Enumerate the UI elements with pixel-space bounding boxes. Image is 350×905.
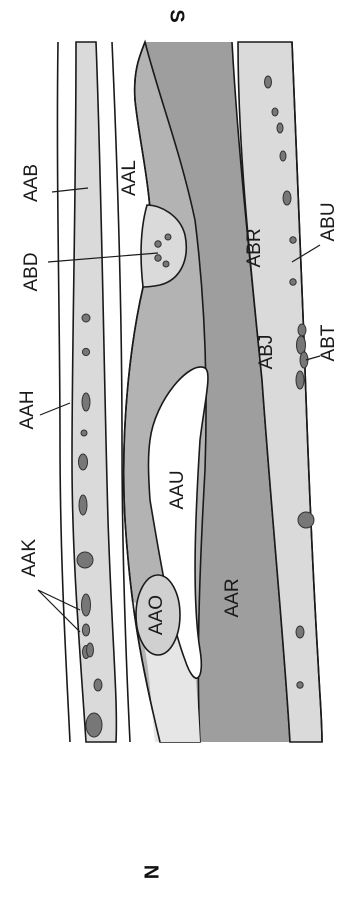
left-cell-7 [77, 552, 93, 568]
outer-left-line [57, 42, 70, 742]
abd-cell-1 [155, 241, 161, 247]
label-abr: ABR [244, 228, 265, 267]
left-light-band-aah [72, 42, 116, 742]
label-abu: ABU [318, 202, 339, 241]
left-cell-11 [94, 679, 102, 691]
left-cell-2 [82, 348, 89, 355]
label-abt: ABT [318, 324, 339, 361]
label-aau: AAU [167, 470, 188, 509]
left-cell-1 [82, 314, 90, 322]
label-aab: AAB [21, 164, 42, 202]
leader-aah [40, 403, 70, 415]
left-cell-13 [82, 624, 89, 636]
right-cell-5 [283, 191, 291, 205]
label-aak: AAK [19, 539, 40, 577]
right-cell-8 [298, 324, 306, 336]
left-cell-5 [79, 454, 88, 470]
label-aao: AAO [146, 595, 167, 635]
right-cell-4 [280, 151, 286, 161]
right-cell-1 [265, 76, 272, 88]
left-cell-8 [82, 594, 91, 616]
right-cell-9 [297, 336, 306, 354]
right-cell-11 [296, 371, 304, 389]
left-cell-10 [87, 643, 94, 657]
abd-cell-2 [165, 234, 171, 240]
left-cell-6 [79, 495, 87, 515]
compass-south: S [166, 9, 188, 22]
right-cell-14 [297, 682, 303, 688]
right-cell-2 [272, 108, 278, 116]
label-abd: ABD [21, 252, 42, 291]
leader-aak-2 [38, 590, 80, 610]
right-cell-6 [290, 237, 296, 243]
label-aah: AAH [17, 390, 38, 429]
left-cell-3 [82, 393, 90, 411]
left-cell-4 [81, 430, 87, 436]
label-aar: AAR [222, 578, 243, 617]
abd-cell-4 [163, 261, 169, 267]
right-cell-3 [277, 123, 283, 133]
right-cell-12 [298, 512, 314, 528]
leader-aak-1 [38, 590, 80, 632]
label-aal: AAL [119, 160, 140, 196]
right-cell-7 [290, 279, 296, 285]
left-cell-12 [86, 713, 102, 737]
label-abj: ABJ [256, 335, 277, 370]
abd-cell-3 [155, 255, 161, 261]
right-cell-13 [296, 626, 304, 638]
compass-north: N [140, 865, 162, 879]
